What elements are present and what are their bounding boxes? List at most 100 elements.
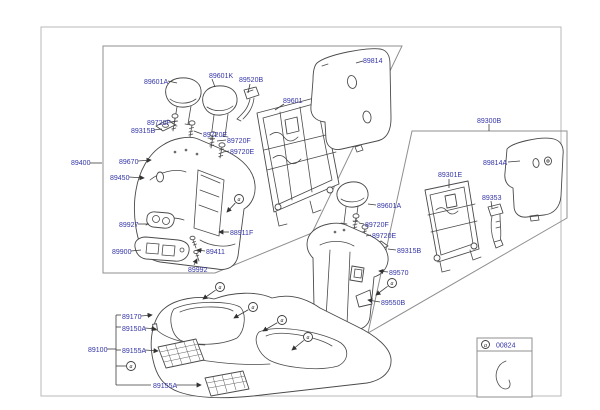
part-label-89315B: 89315B (397, 248, 421, 255)
part-label-89315B: 89315B (131, 128, 155, 135)
bolt-89720F-1-art (171, 113, 179, 132)
part-label-89155A: 89155A (122, 348, 146, 355)
part-label-89720E: 89720E (203, 132, 227, 139)
leader-line-89601A (167, 80, 178, 84)
callout-marker-letter: a (391, 281, 394, 287)
part-label-89670: 89670 (119, 159, 139, 166)
part-label-89601A: 89601A (144, 79, 168, 86)
leader-line-89720E (222, 150, 230, 153)
leader-line-89720F (216, 139, 227, 142)
part-label-89720E: 89720E (372, 233, 396, 240)
assembly-box-89400 (102, 45, 403, 274)
part-label-89814: 89814 (363, 58, 383, 65)
back-panel-left-art (310, 48, 392, 153)
headrest-center-art (202, 85, 238, 140)
part-label-89301E: 89301E (438, 172, 462, 179)
part-label-89100: 89100 (88, 347, 108, 354)
cup-tray-art (146, 211, 175, 229)
callout-arrow (291, 340, 304, 351)
part-label-89992: 89992 (188, 267, 208, 274)
label-bracket-lines (107, 314, 151, 386)
part-label-89400: 89400 (71, 160, 91, 167)
leader-line-89411 (196, 247, 206, 254)
callout-arrow (233, 309, 249, 319)
callout-marker-circle (248, 302, 258, 312)
part-label-89720F: 89720F (365, 222, 389, 229)
part-label-89550B: 89550B (381, 300, 405, 307)
leader-line-89814A (507, 160, 521, 163)
image-border (40, 26, 562, 397)
part-label-89411: 89411 (206, 249, 225, 256)
bolt-89720E-2-art (218, 142, 226, 159)
leader-line-89720E (365, 234, 372, 237)
bench-cushion-art (150, 292, 392, 399)
seatback-frame-right-art (424, 180, 482, 273)
leader-line-89601K (211, 78, 216, 88)
callout-marker-letter: a (130, 364, 133, 370)
legend-part-code: 00824 (496, 343, 516, 350)
callout-arrow (375, 285, 388, 296)
leader-line-89601A (367, 203, 377, 206)
part-label-89900: 89900 (112, 249, 132, 256)
seatback-frame-left-art (256, 95, 340, 227)
legend-body (476, 350, 533, 398)
part-label-89353: 89353 (482, 195, 502, 202)
callout-arrow (202, 289, 216, 300)
leader-line-89315B (153, 128, 163, 131)
leader-line-89670 (137, 157, 152, 163)
callout-arrow (262, 322, 278, 332)
part-label-89720E: 89720E (230, 149, 254, 156)
callout-arrow (226, 202, 236, 213)
callout-marker-circle (126, 361, 136, 371)
armrest-art (134, 236, 190, 262)
part-label-89300B: 89300B (477, 118, 501, 125)
legend-marker-circle (481, 340, 490, 349)
legend-marker-letter: a (484, 343, 487, 349)
hook-wire-icon (495, 360, 511, 390)
leader-line-89814 (355, 60, 364, 64)
leader-line-89170 (140, 312, 153, 318)
callout-marker-circle (387, 278, 397, 288)
leader-line-89601 (274, 103, 285, 111)
part-label-89601: 89601 (283, 98, 303, 105)
leader-line-89720E (193, 130, 203, 135)
bolt-89720E-1-art (188, 120, 196, 138)
screw-89411-art (189, 235, 197, 249)
leader-line-89315B (387, 248, 397, 251)
callout-marker-circle (234, 194, 244, 204)
leader-line-89570 (378, 268, 389, 275)
leader-line-89992 (192, 258, 198, 266)
leader-line-89720F (358, 222, 365, 225)
leader-line-89353 (490, 200, 493, 209)
part-labels-layer: 89601A89601K89520B896018981489720F89315B… (71, 58, 521, 390)
part-label-89720F: 89720F (227, 138, 251, 145)
part-label-89150A: 89150A (122, 326, 146, 333)
part-label-89450: 89450 (110, 175, 130, 182)
callout-marker-circle (277, 315, 287, 325)
bolt-89720F-right-art (352, 213, 360, 231)
part-label-88911F: 88911F (230, 230, 253, 237)
part-label-89720F: 89720F (147, 120, 171, 127)
part-label-89155A: 89155A (153, 383, 177, 390)
diagram-artwork (134, 48, 564, 399)
leader-line-89450 (128, 175, 145, 181)
part-label-89601K: 89601K (209, 73, 233, 80)
part-label-89601A: 89601A (377, 203, 401, 210)
callout-marker-letter: a (307, 335, 310, 341)
callout-marker-circle (303, 332, 313, 342)
leader-line-89720F (169, 120, 179, 123)
part-label-89814A: 89814A (483, 160, 507, 167)
headrest-left-art (165, 77, 202, 127)
callout-marker-letter: a (252, 305, 255, 311)
leader-line-89550B (367, 298, 381, 304)
leader-line-89150A (144, 326, 157, 332)
latch-89520B-art (236, 86, 260, 122)
callout-marker-letter: a (281, 318, 284, 324)
leader-line-89155A (144, 348, 159, 354)
part-label-89927: 89927 (119, 222, 139, 229)
part-label-89520B: 89520B (239, 77, 263, 84)
part-label-89570: 89570 (389, 270, 409, 277)
